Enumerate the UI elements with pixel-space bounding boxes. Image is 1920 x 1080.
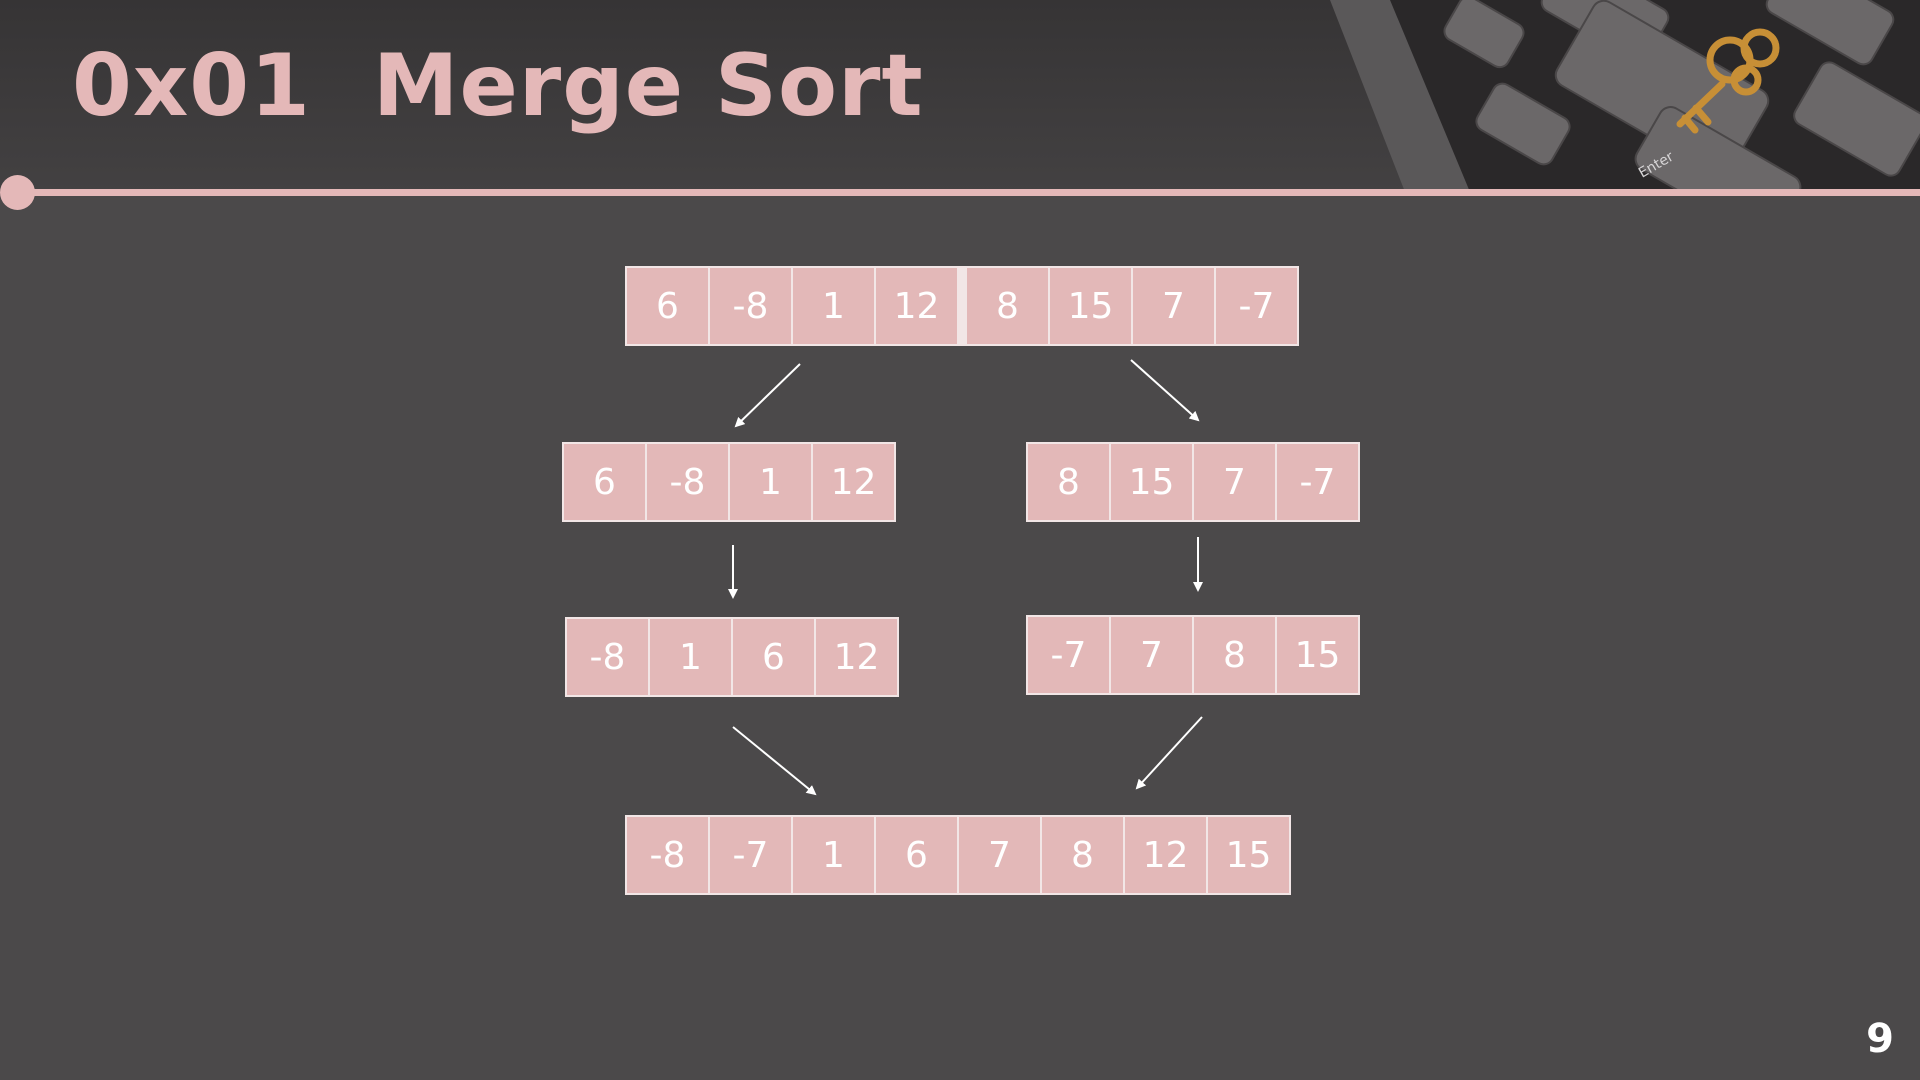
array-cell: 6 bbox=[564, 444, 645, 520]
array-cell: 8 bbox=[1028, 444, 1109, 520]
array-cell: 12 bbox=[813, 444, 894, 520]
array-cell: 7 bbox=[1111, 617, 1192, 693]
input-array: 6 -8 1 12 8 15 7 -7 bbox=[625, 266, 1299, 346]
array-cell: 12 bbox=[816, 619, 897, 695]
array-cell: 12 bbox=[1125, 817, 1206, 893]
array-cell: 15 bbox=[1050, 268, 1131, 344]
slide-header: 0x01 Merge Sort Enter bbox=[0, 0, 1920, 192]
right-half-array: 8 15 7 -7 bbox=[1026, 442, 1360, 522]
header-rule bbox=[16, 189, 1920, 196]
array-cell: 7 bbox=[959, 817, 1040, 893]
array-cell: 12 bbox=[876, 268, 957, 344]
array-cell: -7 bbox=[1216, 268, 1297, 344]
slide-title: 0x01 Merge Sort bbox=[72, 36, 924, 136]
array-cell: -8 bbox=[647, 444, 728, 520]
array-cell: -8 bbox=[567, 619, 648, 695]
arrow-split-left bbox=[734, 363, 801, 428]
arrow-merge-right bbox=[1135, 716, 1203, 790]
array-cell: 1 bbox=[793, 817, 874, 893]
array-cell: -8 bbox=[627, 817, 708, 893]
array-cell: 7 bbox=[1133, 268, 1214, 344]
array-cell: 1 bbox=[793, 268, 874, 344]
array-cell: 6 bbox=[733, 619, 814, 695]
array-cell: 7 bbox=[1194, 444, 1275, 520]
arrow-merge-left bbox=[732, 726, 817, 796]
array-cell: 1 bbox=[650, 619, 731, 695]
array-cell: 8 bbox=[1194, 617, 1275, 693]
array-cell: 15 bbox=[1111, 444, 1192, 520]
array-cell: 15 bbox=[1208, 817, 1289, 893]
page-number: 9 bbox=[1866, 1016, 1894, 1062]
array-cell: -7 bbox=[710, 817, 791, 893]
array-cell: 1 bbox=[730, 444, 811, 520]
array-cell: 6 bbox=[627, 268, 708, 344]
header-rule-dot bbox=[0, 175, 35, 210]
arrow-split-right bbox=[1130, 359, 1200, 422]
array-cell: -7 bbox=[1028, 617, 1109, 693]
array-cell: 8 bbox=[1042, 817, 1123, 893]
keyboard-key-photo: Enter bbox=[1330, 0, 1920, 192]
right-sorted-array: -7 7 8 15 bbox=[1026, 615, 1360, 695]
merged-array: -8 -7 1 6 7 8 12 15 bbox=[625, 815, 1291, 895]
array-cell: 8 bbox=[967, 268, 1048, 344]
array-cell: 15 bbox=[1277, 617, 1358, 693]
array-cell: -8 bbox=[710, 268, 791, 344]
left-sorted-array: -8 1 6 12 bbox=[565, 617, 899, 697]
array-cell: -7 bbox=[1277, 444, 1358, 520]
left-half-array: 6 -8 1 12 bbox=[562, 442, 896, 522]
array-cell: 6 bbox=[876, 817, 957, 893]
